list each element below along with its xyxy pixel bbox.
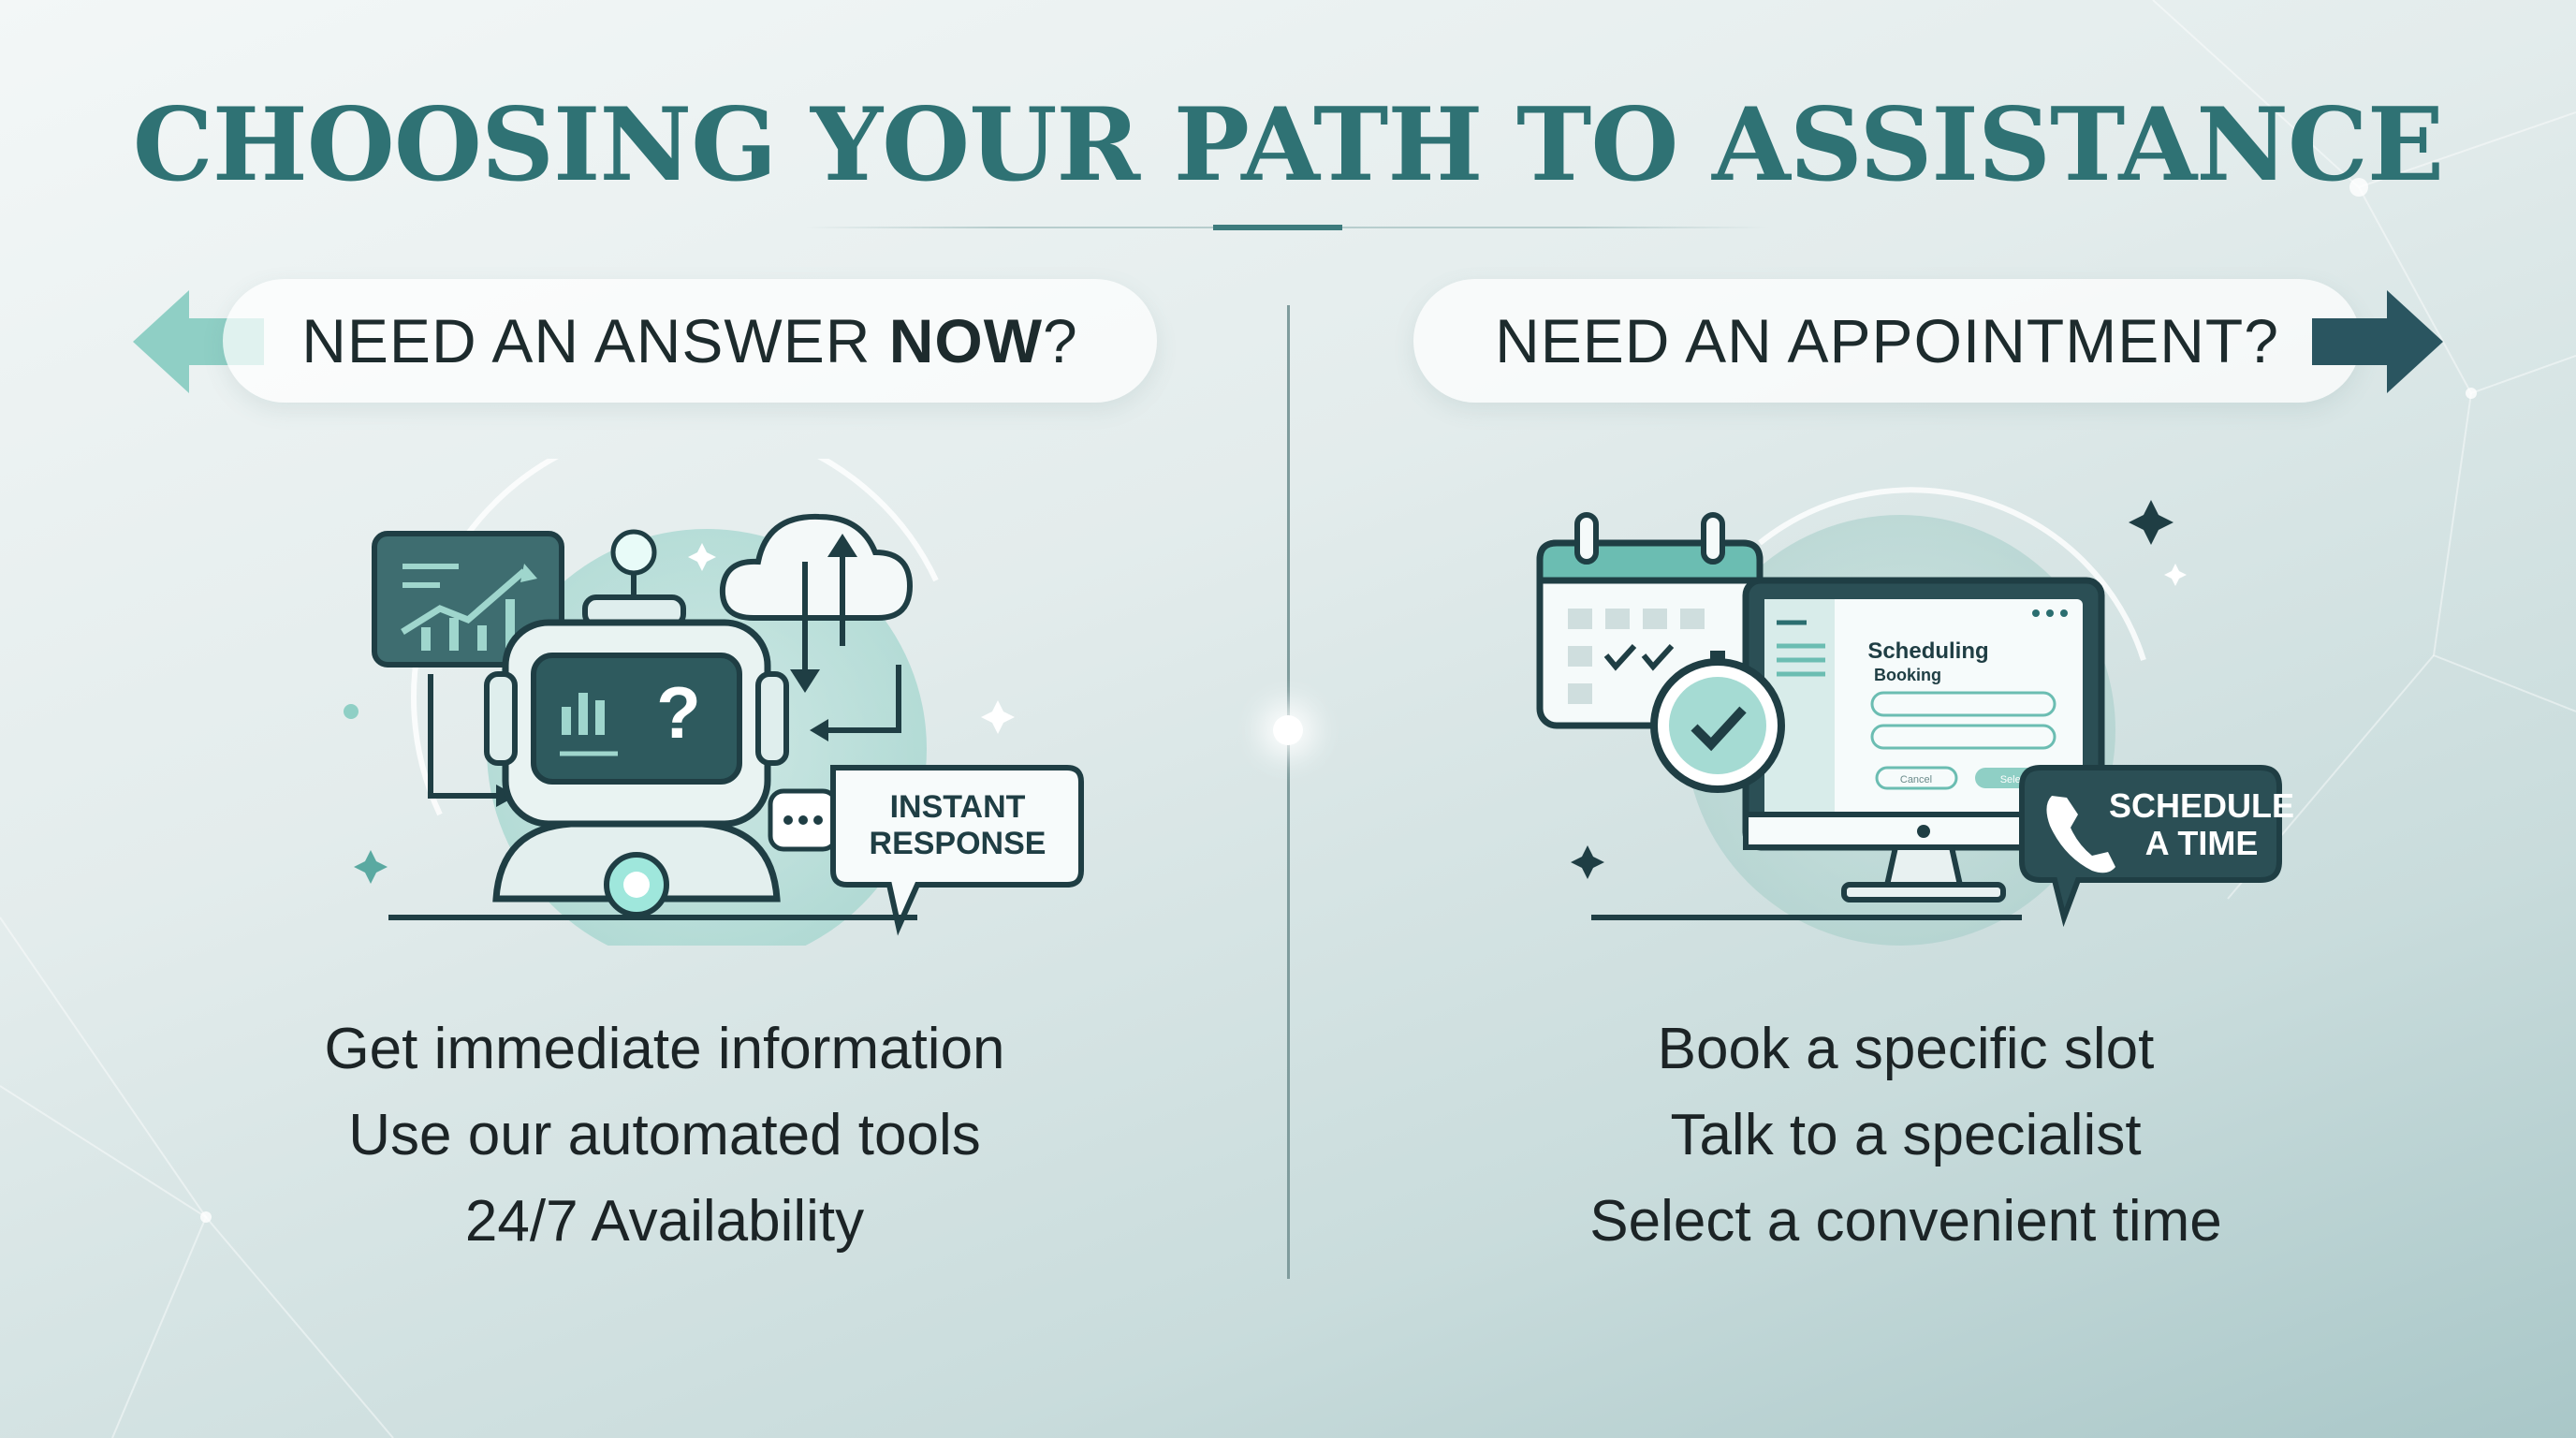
schedule-line2: A TIME	[2145, 824, 2259, 862]
appointment-scheduling-illustration: Scheduling Booking Cancel Select SCHEDUL…	[1536, 487, 2294, 946]
list-item: Get immediate information	[324, 1017, 1005, 1081]
clock-check-icon	[1650, 651, 1785, 793]
divider-glow-dot	[1273, 715, 1303, 745]
list-item: Use our automated tools	[348, 1103, 981, 1167]
phone-icon	[2046, 796, 2115, 873]
schedule-a-time-badge: SCHEDULE A TIME	[2019, 765, 2294, 928]
robot-icon: ?	[484, 529, 789, 917]
list-item: Book a specific slot	[1657, 1017, 2155, 1081]
arrow-left-icon[interactable]	[133, 290, 264, 393]
answer-now-heading: NEED AN ANSWER NOW?	[301, 306, 1078, 375]
screen-title: Scheduling	[1867, 638, 1988, 664]
appointment-heading: NEED AN APPOINTMENT?	[1495, 306, 2279, 375]
instant-response-line1: INSTANT	[890, 789, 1026, 825]
appointment-option[interactable]: NEED AN APPOINTMENT?	[1413, 279, 2361, 403]
chart-icon	[372, 531, 564, 668]
chat-bubble-icon: INSTANT RESPONSE	[768, 765, 1084, 936]
center-divider	[1287, 305, 1290, 1279]
svg-text:?: ?	[656, 671, 701, 754]
cloud-sync-icon	[719, 513, 914, 741]
screen-subtitle: Booking	[1874, 666, 1941, 684]
list-item: Select a convenient time	[1589, 1189, 2222, 1254]
automated-assistant-illustration: ? INSTANT RESPONSE	[344, 459, 1084, 946]
instant-response-line2: RESPONSE	[870, 826, 1046, 861]
list-item: 24/7 Availability	[464, 1189, 865, 1254]
answer-now-benefits: Get immediate information Use our automa…	[150, 1006, 1179, 1265]
title-underline-accent	[1213, 225, 1342, 230]
list-item: Talk to a specialist	[1670, 1103, 2142, 1167]
monitor-icon: Scheduling Booking Cancel Select	[1742, 577, 2105, 902]
appointment-benefits: Book a specific slot Talk to a specialis…	[1391, 1006, 2421, 1265]
schedule-line1: SCHEDULE	[2109, 786, 2294, 825]
screen-cancel-button: Cancel	[1900, 774, 1932, 785]
answer-now-option[interactable]: NEED AN ANSWER NOW?	[223, 279, 1157, 403]
arrow-right-icon[interactable]	[2312, 290, 2443, 393]
page-title: CHOOSING YOUR PATH TO ASSISTANCE	[132, 86, 2444, 204]
